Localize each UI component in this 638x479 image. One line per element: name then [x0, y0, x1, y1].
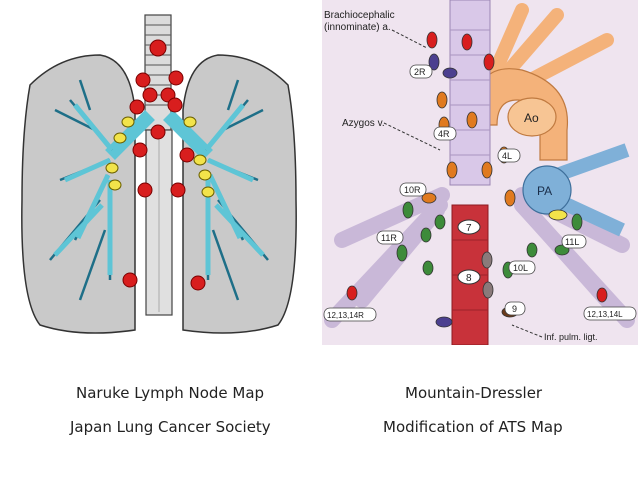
station-12l-label: 12,13,14L: [587, 310, 623, 319]
aorta-label: Ao: [524, 111, 539, 125]
naruke-map-illustration: [21, 14, 297, 334]
aorta-arch: [471, 68, 569, 161]
left-caption-subtitle: Japan Lung Cancer Society: [70, 418, 271, 436]
station-10r-label: 10R: [404, 185, 421, 195]
inf-pulm-leader: [511, 324, 543, 338]
left-lung: [21, 54, 136, 334]
azygos-leader: [383, 122, 441, 151]
naruke-map-figure: [0, 0, 318, 345]
pulmonary-artery-branches: [554, 143, 630, 237]
azygos-label: Azygos v.: [342, 118, 385, 129]
station-8-tag: [457, 269, 481, 285]
station-10l-label: 10L: [513, 263, 528, 273]
station-2r-label: 2R: [414, 67, 426, 77]
right-main-bronchus: [163, 110, 213, 160]
left-caption-title: Naruke Lymph Node Map: [76, 384, 265, 402]
brachiocephalic-leader: [391, 29, 428, 49]
station-4l-label: 4L: [502, 151, 512, 161]
brachiocephalic-label-line2: (innominate) a.: [324, 22, 391, 33]
inf-pulm-label: Inf. pulm. ligt.: [544, 332, 598, 342]
station-8-label: 8: [466, 273, 472, 284]
mountain-dressler-figure: Ao PA 7 8: [322, 0, 638, 346]
station-4r-label: 4R: [438, 129, 450, 139]
brachiocephalic-label-line1: Brachiocephalic: [324, 10, 395, 21]
station-11r-label: 11R: [381, 233, 397, 243]
station-7-label: 7: [466, 223, 472, 234]
left-main-bronchus: [105, 110, 155, 160]
pa-label: PA: [537, 184, 552, 198]
right-lung: [182, 54, 297, 334]
station-12r-label: 12,13,14R: [327, 311, 364, 320]
aorta-circle: [507, 97, 557, 137]
right-caption-subtitle: Modification of ATS Map: [383, 418, 563, 436]
trachea: [144, 14, 172, 131]
station-tags: [323, 64, 637, 322]
red-nodes: [122, 39, 206, 291]
pulmonary-artery: [522, 165, 572, 215]
station-7-tag: [457, 219, 481, 235]
station-11l-label: 11L: [565, 237, 579, 247]
mountain-dressler-illustration: Ao PA 7 8: [322, 0, 638, 346]
station-9-label: 9: [512, 304, 517, 314]
right-caption-title: Mountain-Dressler: [405, 384, 543, 402]
yellow-nodes: [105, 116, 215, 198]
right-trachea: [449, 0, 491, 186]
